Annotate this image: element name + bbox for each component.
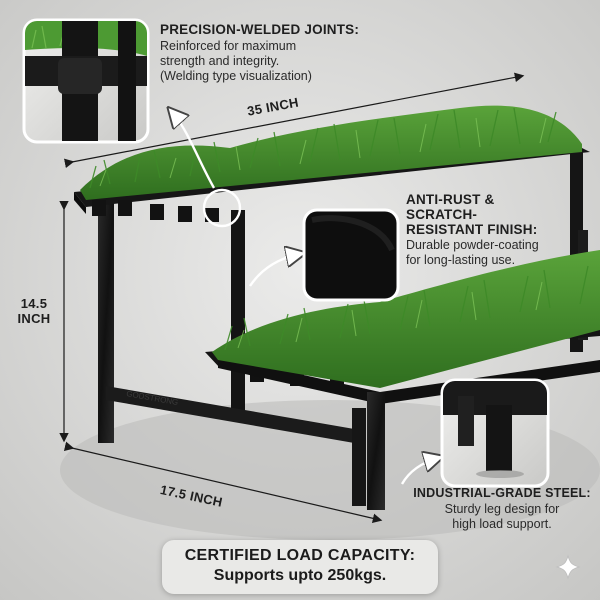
joint-highlight-circle [202, 188, 242, 228]
inset-steel-leg [440, 378, 550, 488]
welded-desc-1: Reinforced for maximum [160, 39, 297, 53]
finish-callout: ANTI-RUST & SCRATCH- RESISTANT FINISH: D… [406, 192, 556, 268]
finish-title-3: RESISTANT FINISH: [406, 222, 538, 237]
welded-callout: PRECISION-WELDED JOINTS: Reinforced for … [160, 22, 390, 84]
height-dimension-label: 14.5 INCH [14, 296, 54, 326]
finish-title-2: SCRATCH- [406, 207, 478, 222]
finish-desc-2: for long-lasting use. [406, 253, 516, 267]
welded-callout-arrow [172, 112, 216, 189]
callout-arrows [172, 112, 438, 485]
height-dimension-unit: INCH [17, 311, 51, 326]
steel-callout-arrow [400, 458, 438, 485]
welded-desc-2: strength and integrity. [160, 54, 280, 68]
load-capacity-banner: CERTIFIED LOAD CAPACITY: Supports upto 2… [162, 540, 438, 594]
height-dimension-value: 14.5 [20, 296, 48, 311]
finish-callout-arrow [249, 254, 300, 287]
steel-callout: INDUSTRIAL-GRADE STEEL: Sturdy leg desig… [412, 486, 592, 532]
finish-title-1: ANTI-RUST & [406, 192, 495, 207]
welded-desc-3: (Welding type visualization) [160, 69, 312, 83]
dimension-lines [59, 72, 525, 524]
load-capacity-value: Supports upto 250kgs. [213, 567, 387, 584]
width-dimension-line [64, 72, 525, 169]
welded-title: PRECISION-WELDED JOINTS: [160, 22, 360, 37]
steel-title: INDUSTRIAL-GRADE STEEL: [413, 486, 591, 500]
steel-desc-1: Sturdy leg design for [444, 502, 560, 516]
inset-welded-joint [22, 18, 150, 144]
finish-desc-1: Durable powder-coating [406, 238, 539, 252]
sparkle-icon [555, 554, 581, 580]
steel-desc-2: high load support. [452, 517, 552, 531]
inset-powder-coating [302, 208, 400, 302]
depth-dimension-line [63, 441, 383, 524]
load-capacity-title: CERTIFIED LOAD CAPACITY: [184, 547, 416, 564]
